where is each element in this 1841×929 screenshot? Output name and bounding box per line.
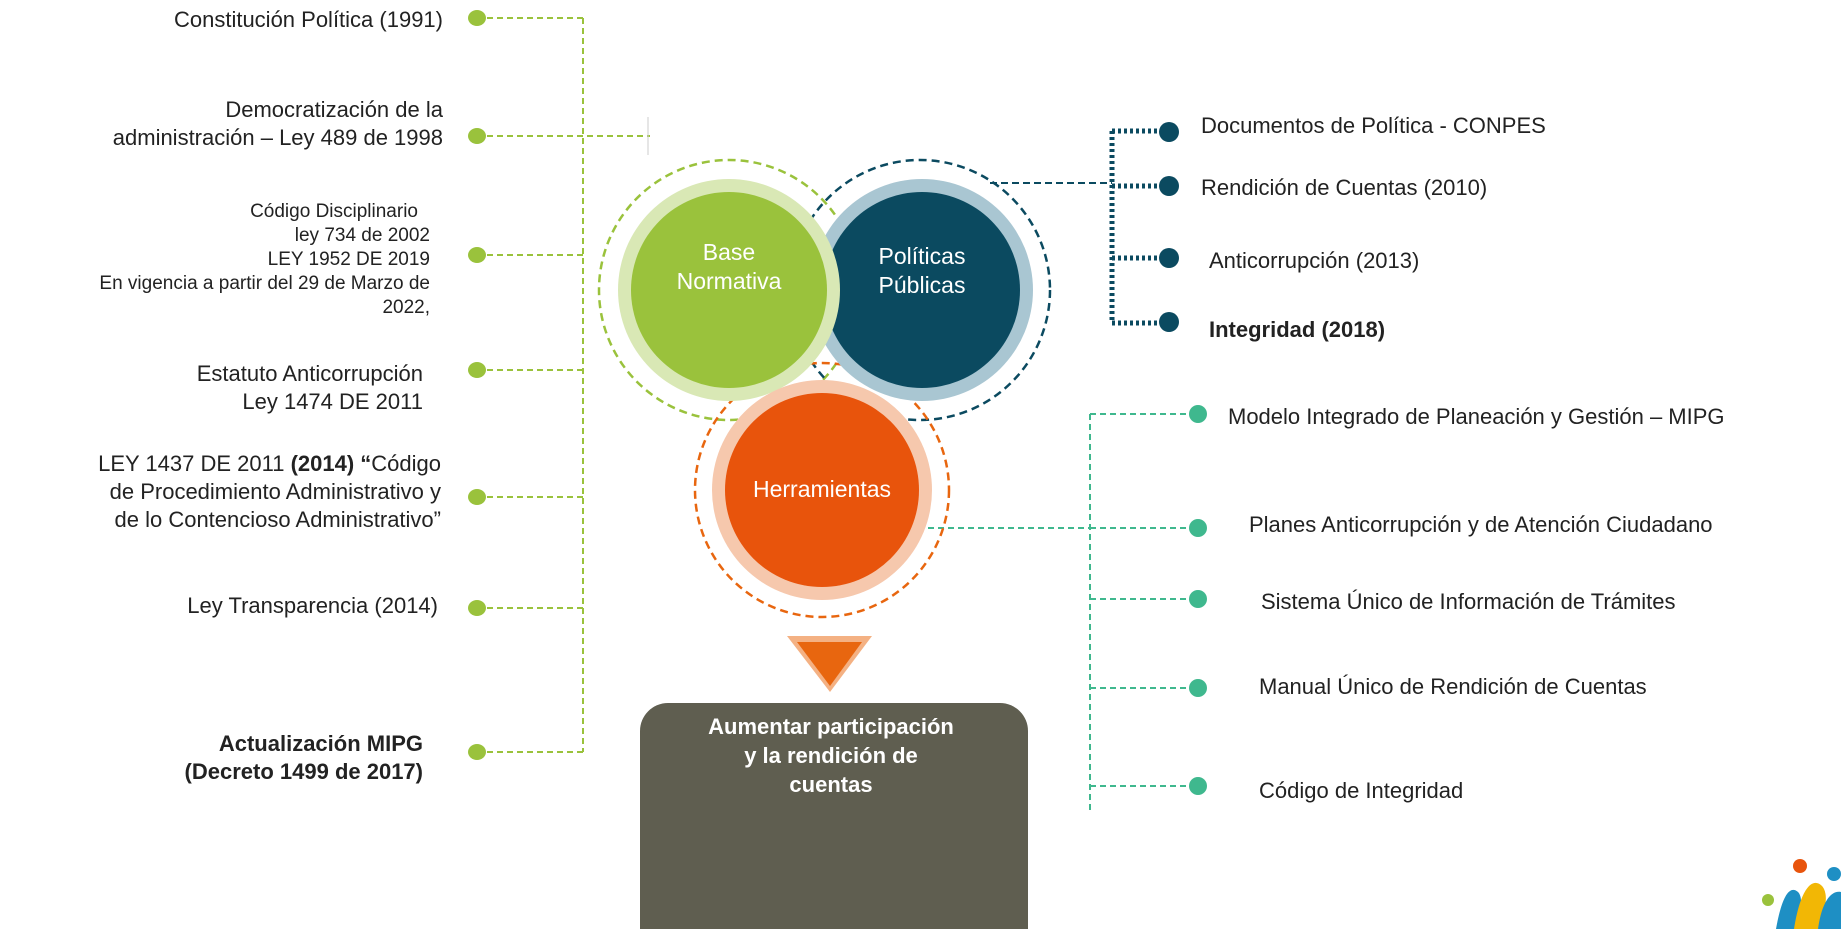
left-item-1: Constitución Política (1991) — [174, 6, 443, 34]
herramientas-circle — [725, 393, 919, 587]
policy-dot-1 — [1159, 122, 1179, 142]
policy-item-2: Rendición de Cuentas (2010) — [1201, 175, 1488, 200]
left-dot-2 — [468, 128, 486, 144]
left-dot-7 — [468, 744, 486, 760]
left-item-4-line-1: Estatuto Anticorrupción — [196, 361, 423, 386]
policy-item-4: Integridad (2018) — [1209, 317, 1386, 342]
left-item-3-line-1: Código Disciplinario — [250, 201, 418, 222]
policy-item-1: Documentos de Política - CONPES — [1201, 113, 1546, 138]
left-item-5-line-2: de Procedimiento Administrativo y — [109, 479, 441, 504]
logo-icon — [1762, 859, 1841, 929]
left-dot-4 — [468, 362, 486, 378]
base-normativa-label-line-1: Base — [702, 239, 756, 265]
outcome-text: Aumentar participación y la rendición de… — [676, 712, 986, 799]
tool-item-3: Sistema Único de Información de Trámites — [1261, 589, 1676, 614]
left-item-2-line-2: administración – Ley 489 de 1998 — [112, 125, 443, 150]
tool-dot-3 — [1189, 590, 1207, 608]
left-item-3: Código Disciplinario ley 734 de 2002 LEY… — [99, 200, 430, 320]
down-arrow-icon — [797, 642, 862, 686]
outcome-line-2: y la rendición de — [744, 743, 918, 768]
left-item-2-line-1: Democratización de la — [225, 97, 443, 122]
left-dots — [468, 10, 486, 760]
tool-item-2: Planes Anticorrupción y de Atención Ciud… — [1249, 512, 1713, 537]
policy-dots — [1159, 122, 1179, 332]
left-item-7-line-2: (Decreto 1499 de 2017) — [184, 759, 423, 784]
outcome-box — [640, 703, 1028, 929]
politicas-publicas-label-line-2: Públicas — [878, 272, 966, 298]
policy-dot-4 — [1159, 312, 1179, 332]
policy-connectors — [1109, 128, 1168, 326]
tool-item-4: Manual Único de Rendición de Cuentas — [1259, 674, 1647, 699]
left-item-5-line-3: de lo Contencioso Administrativo” — [114, 507, 442, 532]
base-normativa-label: Base Normativa — [629, 238, 829, 296]
tool-item-1: Modelo Integrado de Planeación y Gestión… — [1228, 404, 1725, 429]
left-item-7: Actualización MIPG (Decreto 1499 de 2017… — [185, 730, 423, 786]
left-item-5-year: (2014) “ — [290, 451, 372, 476]
left-item-3-line-3: LEY 1952 DE 2019 — [267, 249, 430, 270]
left-item-6-line-1: Ley Transparencia (2014) — [187, 593, 438, 618]
politicas-publicas-label-line-1: Políticas — [878, 243, 966, 269]
left-dot-1 — [468, 10, 486, 26]
tool-connectors — [928, 413, 1197, 810]
base-normativa-label-line-2: Normativa — [676, 268, 782, 294]
left-item-7-line-1: Actualización MIPG — [218, 731, 423, 756]
left-item-6: Ley Transparencia (2014) — [187, 592, 438, 620]
politicas-circle — [824, 192, 1020, 388]
policy-dot-2 — [1159, 176, 1179, 196]
tool-dots — [1189, 405, 1207, 795]
policy-item-3: Anticorrupción (2013) — [1209, 248, 1420, 273]
left-connectors — [477, 17, 650, 753]
herramientas-dashed-ring — [693, 361, 951, 619]
left-dot-3 — [468, 247, 486, 263]
herramientas-label: Herramientas — [752, 476, 892, 502]
tool-dot-4 — [1189, 679, 1207, 697]
left-item-4-line-2: Ley 1474 DE 2011 — [242, 389, 423, 414]
politicas-publicas-label: Políticas Públicas — [822, 242, 1022, 300]
left-item-5-line-1: LEY 1437 DE 2011 (2014) “Código — [98, 450, 441, 478]
left-item-2: Democratización de la administración – L… — [113, 96, 443, 152]
left-dot-5 — [468, 489, 486, 505]
left-item-5-code: Código — [371, 451, 441, 476]
outcome-line-3: cuentas — [789, 772, 873, 797]
outcome-line-1: Aumentar participación — [708, 714, 954, 739]
left-item-3-line-2: ley 734 de 2002 — [294, 225, 430, 246]
policy-dot-3 — [1159, 248, 1179, 268]
left-item-1-line-1: Constitución Política (1991) — [173, 7, 443, 32]
base-normativa-circle — [631, 192, 827, 388]
tool-dot-1 — [1189, 405, 1207, 423]
tool-dot-5 — [1189, 777, 1207, 795]
tool-dot-2 — [1189, 519, 1207, 537]
left-item-5-law: LEY 1437 DE 2011 — [98, 451, 291, 476]
left-item-3-line-4: En vigencia a partir del 29 de Marzo de — [99, 273, 430, 294]
left-item-4: Estatuto Anticorrupción Ley 1474 DE 2011 — [197, 360, 423, 416]
tool-item-5: Código de Integridad — [1259, 778, 1464, 803]
left-item-5: LEY 1437 DE 2011 (2014) “Código de Proce… — [98, 450, 441, 534]
left-dot-6 — [468, 600, 486, 616]
left-item-3-line-5: 2022, — [382, 297, 430, 318]
